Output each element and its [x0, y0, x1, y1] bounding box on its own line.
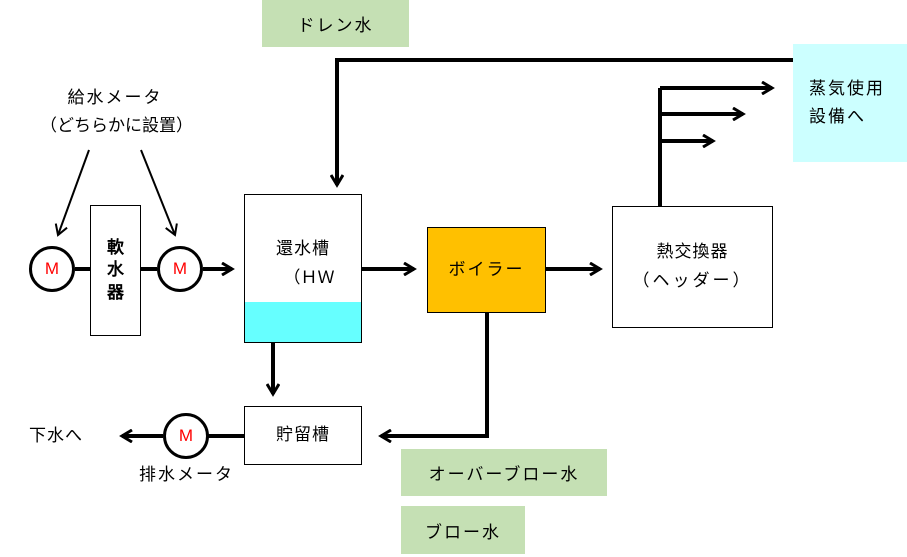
steam-use-label-line1: 蒸気使用 [809, 78, 885, 99]
steam-use-tag: 蒸気使用 設備へ [793, 44, 907, 162]
feed-meter-note-line2: （どちらかに設置） [40, 116, 193, 136]
blow-water-label: ブロー水 [425, 522, 501, 543]
drain-meter-label: 排水メータ [139, 465, 234, 485]
feed-meter-pointer-left [54, 149, 90, 237]
feed-meter-after-softener: M [157, 246, 203, 292]
softener-char-2: 水 [107, 260, 124, 281]
return-tank-label-hw: （ＨＷ [283, 267, 335, 288]
overblow-water-tag: オーバーブロー水 [401, 449, 607, 496]
blowdown-line [381, 313, 489, 436]
feed-meter-before-softener: M [29, 246, 75, 292]
return-tank-water-level [245, 302, 361, 342]
heat-exchanger: 熱交換器 （ヘッダー） [612, 206, 773, 328]
drain-return-line [337, 58, 798, 185]
feed-meter-note-line1: 給水メータ [67, 88, 163, 108]
drain-water-tag: ドレン水 [262, 0, 409, 47]
return-tank-label: 還水槽 [276, 239, 330, 259]
feed-meter-pointer-right [140, 149, 178, 237]
drain-meter: M [163, 413, 209, 459]
to-sewer-label: 下水へ [29, 426, 83, 446]
meter-symbol: M [178, 426, 194, 445]
softener-char-3: 器 [107, 282, 124, 303]
blow-water-tag: ブロー水 [401, 506, 525, 554]
drain-water-label: ドレン水 [297, 16, 374, 36]
heat-exchanger-sublabel: （ヘッダー） [632, 271, 753, 291]
storage-tank-label: 貯留槽 [276, 425, 330, 446]
water-softener: 軟 水 器 [90, 205, 141, 336]
meter-symbol: M [44, 259, 60, 278]
softener-char-1: 軟 [107, 238, 124, 259]
boiler: ボイラー [427, 227, 546, 313]
steam-use-label-line2: 設備へ [809, 107, 866, 127]
return-water-tank: 還水槽 （ＨＷ [244, 194, 362, 343]
meter-symbol: M [172, 259, 188, 278]
heat-exchanger-label: 熱交換器 [656, 242, 729, 263]
overblow-water-label: オーバーブロー水 [428, 465, 580, 485]
boiler-label: ボイラー [448, 259, 525, 280]
feed-meter-note: 給水メータ （どちらかに設置） [40, 84, 193, 140]
storage-tank: 貯留槽 [244, 406, 362, 465]
